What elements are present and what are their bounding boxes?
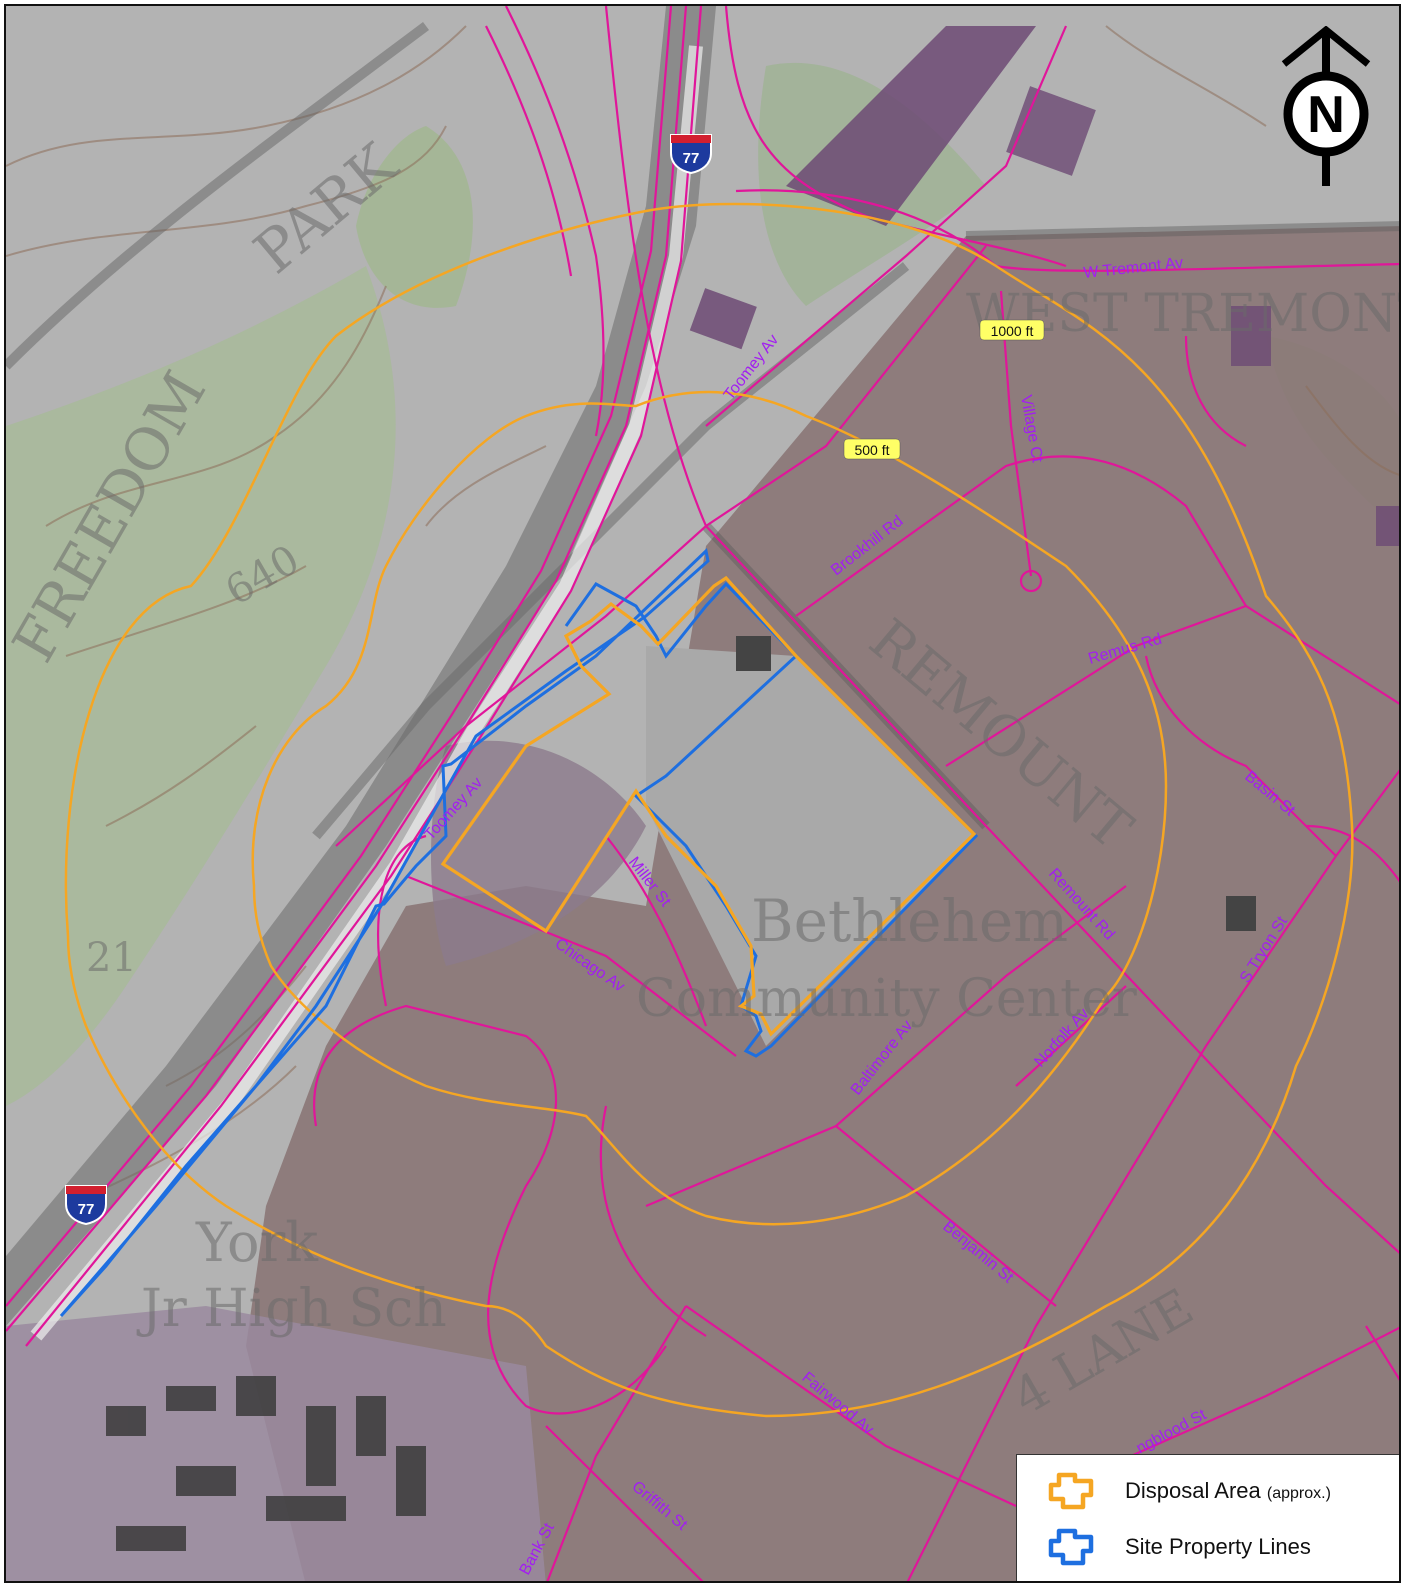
bg-label-us21: 21: [86, 935, 137, 981]
buffer-500ft: [251, 390, 1168, 1226]
bg-label-jr-high: Jr High Sch: [136, 1279, 447, 1339]
wooded-area-west: [6, 266, 396, 1106]
svg-text:77: 77: [683, 150, 700, 167]
buffer-1000ft: [64, 202, 1354, 1418]
bg-label-bethlehem: Bethlehem: [751, 887, 1068, 955]
wooded-area-north: [356, 126, 473, 308]
map-frame: PARK FREEDOM 21 640 REMOUNT WEST TREMONT…: [4, 4, 1401, 1583]
school-buildings: [106, 1376, 426, 1551]
legend-label-disposal: Disposal Area (approx.): [1125, 1478, 1331, 1503]
building-east: [1006, 86, 1096, 176]
legend-item-disposal: Disposal Area (approx.): [1045, 1469, 1331, 1513]
property-main-parcel[interactable]: [564, 581, 979, 1058]
buffer-label-1000ft: 1000 ft: [979, 319, 1045, 341]
svg-text:1000 ft: 1000 ft: [991, 323, 1034, 339]
residential-area-west: [431, 740, 646, 966]
map-canvas[interactable]: PARK FREEDOM 21 640 REMOUNT WEST TREMONT…: [6, 6, 1401, 1583]
property-corridor[interactable]: [59, 548, 710, 1318]
property-lines-swatch-icon: [1048, 1528, 1094, 1566]
building-edge: [1376, 506, 1399, 546]
legend-label-property: Site Property Lines: [1125, 1534, 1311, 1559]
bg-label-community: Community Center: [636, 969, 1137, 1029]
building-toomey: [689, 288, 757, 350]
i77-shield-bottom: 77: [65, 1185, 107, 1226]
building-tremont: [1231, 306, 1271, 366]
road-network: [6, 6, 1399, 1581]
disposal-area-outline[interactable]: [440, 575, 977, 1037]
north-arrow-icon: N: [1281, 26, 1371, 186]
building-industrial: [786, 26, 1036, 226]
building-remount: [1226, 896, 1256, 931]
legend-item-property: Site Property Lines: [1045, 1525, 1311, 1569]
interstate-median: [30, 45, 703, 1341]
site-cleared-area: [646, 646, 976, 1046]
site-building: [736, 636, 771, 671]
svg-text:N: N: [1307, 86, 1345, 144]
svg-text:77: 77: [78, 1201, 95, 1218]
bg-label-york: York: [195, 1211, 319, 1274]
map-legend: Disposal Area (approx.) Site Property Li…: [1016, 1454, 1399, 1581]
buffer-label-500ft: 500 ft: [843, 438, 901, 460]
svg-text:500 ft: 500 ft: [854, 442, 889, 458]
disposal-area-swatch-icon: [1048, 1472, 1094, 1510]
i77-shield-top: 77: [670, 134, 712, 175]
